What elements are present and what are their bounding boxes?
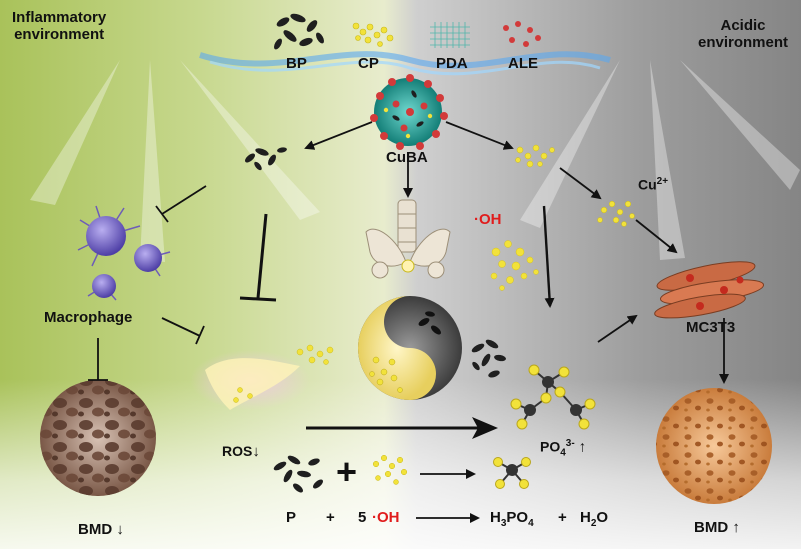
h2o-h: H bbox=[580, 509, 591, 526]
bmd-down-arrow: ↓ bbox=[116, 521, 124, 538]
ale-particles-top bbox=[503, 21, 541, 47]
cuba-label: CuBA bbox=[386, 149, 428, 166]
plus-sign-large: + bbox=[336, 451, 358, 492]
cu-ion-label: Cu2+ bbox=[638, 176, 668, 193]
eq-plus2: + bbox=[558, 509, 567, 526]
h3po4-sub3: 3 bbox=[500, 518, 507, 529]
acidic-line1: Acidic bbox=[720, 17, 766, 34]
bmd-left-label: BMD ↓ bbox=[78, 521, 124, 539]
cp-bottom bbox=[372, 454, 408, 485]
h3po4-sub4: 4 bbox=[528, 518, 534, 529]
oh-radicals bbox=[490, 240, 539, 291]
ale-label: ALE bbox=[508, 55, 538, 72]
eq-plus1: + bbox=[326, 509, 335, 526]
eq-oh: ·OH bbox=[372, 509, 400, 526]
light-rays bbox=[30, 60, 800, 262]
bp-bottom bbox=[273, 455, 323, 493]
mc3t3-cells bbox=[654, 261, 765, 319]
po4-sup: 3- bbox=[565, 438, 575, 449]
eq-h2o: H2O bbox=[580, 509, 609, 529]
pda-mesh-top bbox=[430, 22, 470, 48]
pelvis-bone bbox=[365, 199, 451, 279]
bone-right bbox=[656, 388, 772, 504]
inflammatory-line2: environment bbox=[14, 25, 105, 43]
eq-coef: 5 bbox=[358, 509, 367, 526]
phosphate-bottom bbox=[493, 457, 531, 489]
bp-particles-top bbox=[274, 13, 324, 50]
bmd-up-arrow: ↑ bbox=[732, 519, 740, 536]
yin-yang-symbol bbox=[358, 296, 462, 400]
mc3t3-label: MC3T3 bbox=[686, 319, 736, 336]
cu-sup: 2+ bbox=[656, 176, 669, 187]
bp-cluster-right bbox=[471, 339, 506, 378]
h2o-sub2: 2 bbox=[590, 518, 597, 529]
cp-label: CP bbox=[358, 55, 379, 72]
cu-ion-cluster bbox=[597, 200, 635, 227]
cp-cluster-mid bbox=[515, 144, 555, 168]
bone-left bbox=[40, 380, 156, 496]
bp-label: BP bbox=[286, 55, 307, 72]
h2o-o: O bbox=[596, 509, 609, 526]
acidic-line2: environment bbox=[698, 33, 789, 51]
bp-cluster-mid bbox=[245, 147, 287, 171]
ros-text: ROS bbox=[222, 443, 253, 459]
bmd-left-text: BMD bbox=[78, 521, 113, 538]
bmd-right-label: BMD ↑ bbox=[694, 519, 740, 537]
inflammatory-env-label: Inflammatory environment bbox=[12, 9, 107, 43]
macrophage-cells bbox=[77, 205, 171, 301]
inflammatory-line1: Inflammatory bbox=[12, 9, 107, 26]
h3po4-po: PO bbox=[506, 509, 529, 526]
po4-sub: 4 bbox=[560, 447, 566, 459]
po4-label: PO43- ↑ bbox=[540, 438, 586, 458]
h3po4-h: H bbox=[490, 509, 501, 526]
po4-up-arrow: ↑ bbox=[578, 438, 587, 456]
eq-h3po4: H3PO4 bbox=[490, 509, 534, 529]
bmd-right-text: BMD bbox=[694, 519, 729, 536]
eq-p: P bbox=[286, 509, 297, 526]
ros-label: ROS↓ bbox=[222, 443, 260, 461]
cp-particles-top bbox=[352, 22, 394, 47]
po4-text: PO bbox=[540, 438, 561, 455]
pda-label: PDA bbox=[436, 55, 468, 72]
macrophage-label: Macrophage bbox=[44, 309, 133, 326]
phosphate-molecules bbox=[510, 364, 596, 430]
cu-text: Cu bbox=[638, 176, 657, 193]
cuba-nanoparticle bbox=[370, 74, 448, 150]
acidic-env-label: Acidic environment bbox=[698, 17, 789, 51]
ros-down-arrow: ↓ bbox=[252, 443, 260, 460]
oh-label: ·OH bbox=[474, 211, 502, 228]
